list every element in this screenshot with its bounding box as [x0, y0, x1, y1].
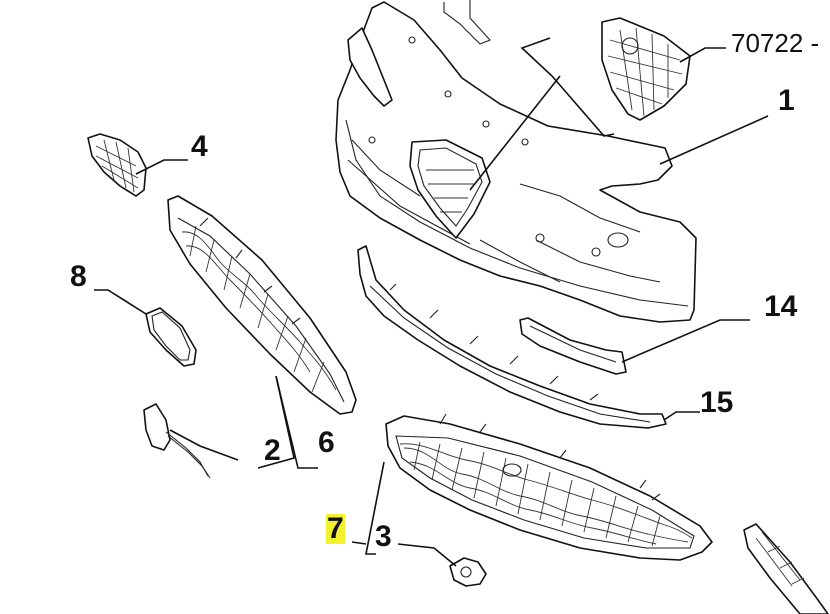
trim-strip-part-14 [519, 317, 627, 375]
front-grille-part-7 [385, 413, 713, 561]
side-grille-part-4 [87, 133, 147, 197]
callout-1: 1 [778, 84, 795, 117]
lower-spoiler-part-15 [357, 245, 667, 429]
cap-with-wire-part-2 [143, 403, 211, 479]
cap-part-3 [449, 557, 487, 587]
front-bumper-part-1 [335, 1, 697, 323]
callout-2: 2 [264, 434, 281, 467]
side-grille-frame-part-2-6 [167, 195, 357, 415]
lower-right-grille-strip [743, 523, 829, 614]
upper-emblem-grille-part-70722 [443, 0, 691, 121]
callout-6: 6 [318, 426, 335, 459]
callout-4: 4 [191, 130, 208, 163]
callout-3: 3 [375, 520, 392, 553]
callout-15: 15 [700, 386, 734, 419]
leader-lines [94, 37, 769, 567]
callout-8: 8 [70, 260, 87, 293]
cover-part-8 [145, 307, 197, 367]
callout-7-highlighted: 7 [326, 512, 345, 545]
callout-14: 14 [764, 290, 798, 323]
callout-70722: 70722 - [731, 28, 820, 58]
